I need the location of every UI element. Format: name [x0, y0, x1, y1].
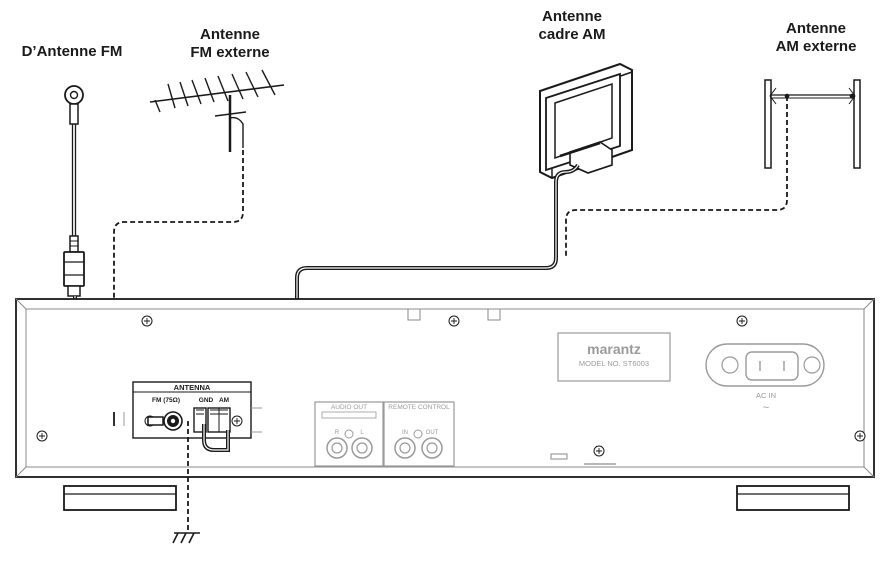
fm-external-label-line1: Antenne — [200, 26, 260, 43]
am-label: AM — [219, 397, 229, 404]
fm-antenna-label: D’Antenne FM — [21, 43, 123, 60]
am-loop-antenna-icon — [539, 62, 633, 180]
am-loop-antenna-label: Antenne cadre AM — [520, 8, 624, 44]
fm-outdoor-antenna-icon — [149, 69, 285, 152]
audio-out-label: AUDIO OUT — [331, 404, 367, 411]
am-loop-label-line2: cadre AM — [538, 26, 606, 43]
am-external-antenna-icon — [764, 79, 861, 169]
remote-out-label: OUT — [426, 430, 439, 436]
model-plate — [557, 332, 671, 382]
left-foot — [63, 485, 177, 511]
am-loop-label-line1: Antenne — [542, 8, 602, 25]
ac-in-label: AC IN — [756, 391, 776, 400]
antenna-section-title: ANTENNA — [174, 383, 211, 392]
remote-control-block — [383, 401, 455, 467]
fm-external-antenna-label: Antenne FM externe — [168, 26, 292, 62]
fm-indoor-antenna — [63, 85, 85, 297]
remote-control-label: REMOTE CONTROL — [388, 404, 450, 411]
am-external-label-line1: Antenne — [786, 20, 846, 37]
right-foot — [736, 485, 850, 511]
audio-out-l-label: L — [360, 430, 364, 436]
fm-external-label-line2: FM externe — [190, 44, 270, 61]
ground-symbol-icon — [172, 532, 200, 544]
brand-logo: marantz — [587, 341, 641, 357]
audio-out-block — [314, 401, 384, 467]
model-number: MODEL NO. ST6003 — [579, 359, 649, 368]
fm-jack-label: FM (75Ω) — [152, 397, 180, 404]
gnd-label: GND — [199, 397, 214, 404]
am-external-antenna-label: Antenne AM externe — [754, 20, 878, 56]
remote-in-label: IN — [402, 430, 408, 436]
ac-symbol: ~ — [763, 402, 769, 414]
fm-outdoor-antenna-cable — [113, 150, 244, 412]
audio-out-r-label: R — [335, 430, 340, 436]
am-external-antenna-cable — [565, 96, 788, 258]
am-external-label-line2: AM externe — [775, 38, 857, 55]
fm-plug-icon — [63, 251, 85, 287]
ac-inlet-icon — [705, 343, 825, 387]
antenna-terminal-block: ANTENNA FM (75Ω) GND AM — [132, 381, 262, 439]
